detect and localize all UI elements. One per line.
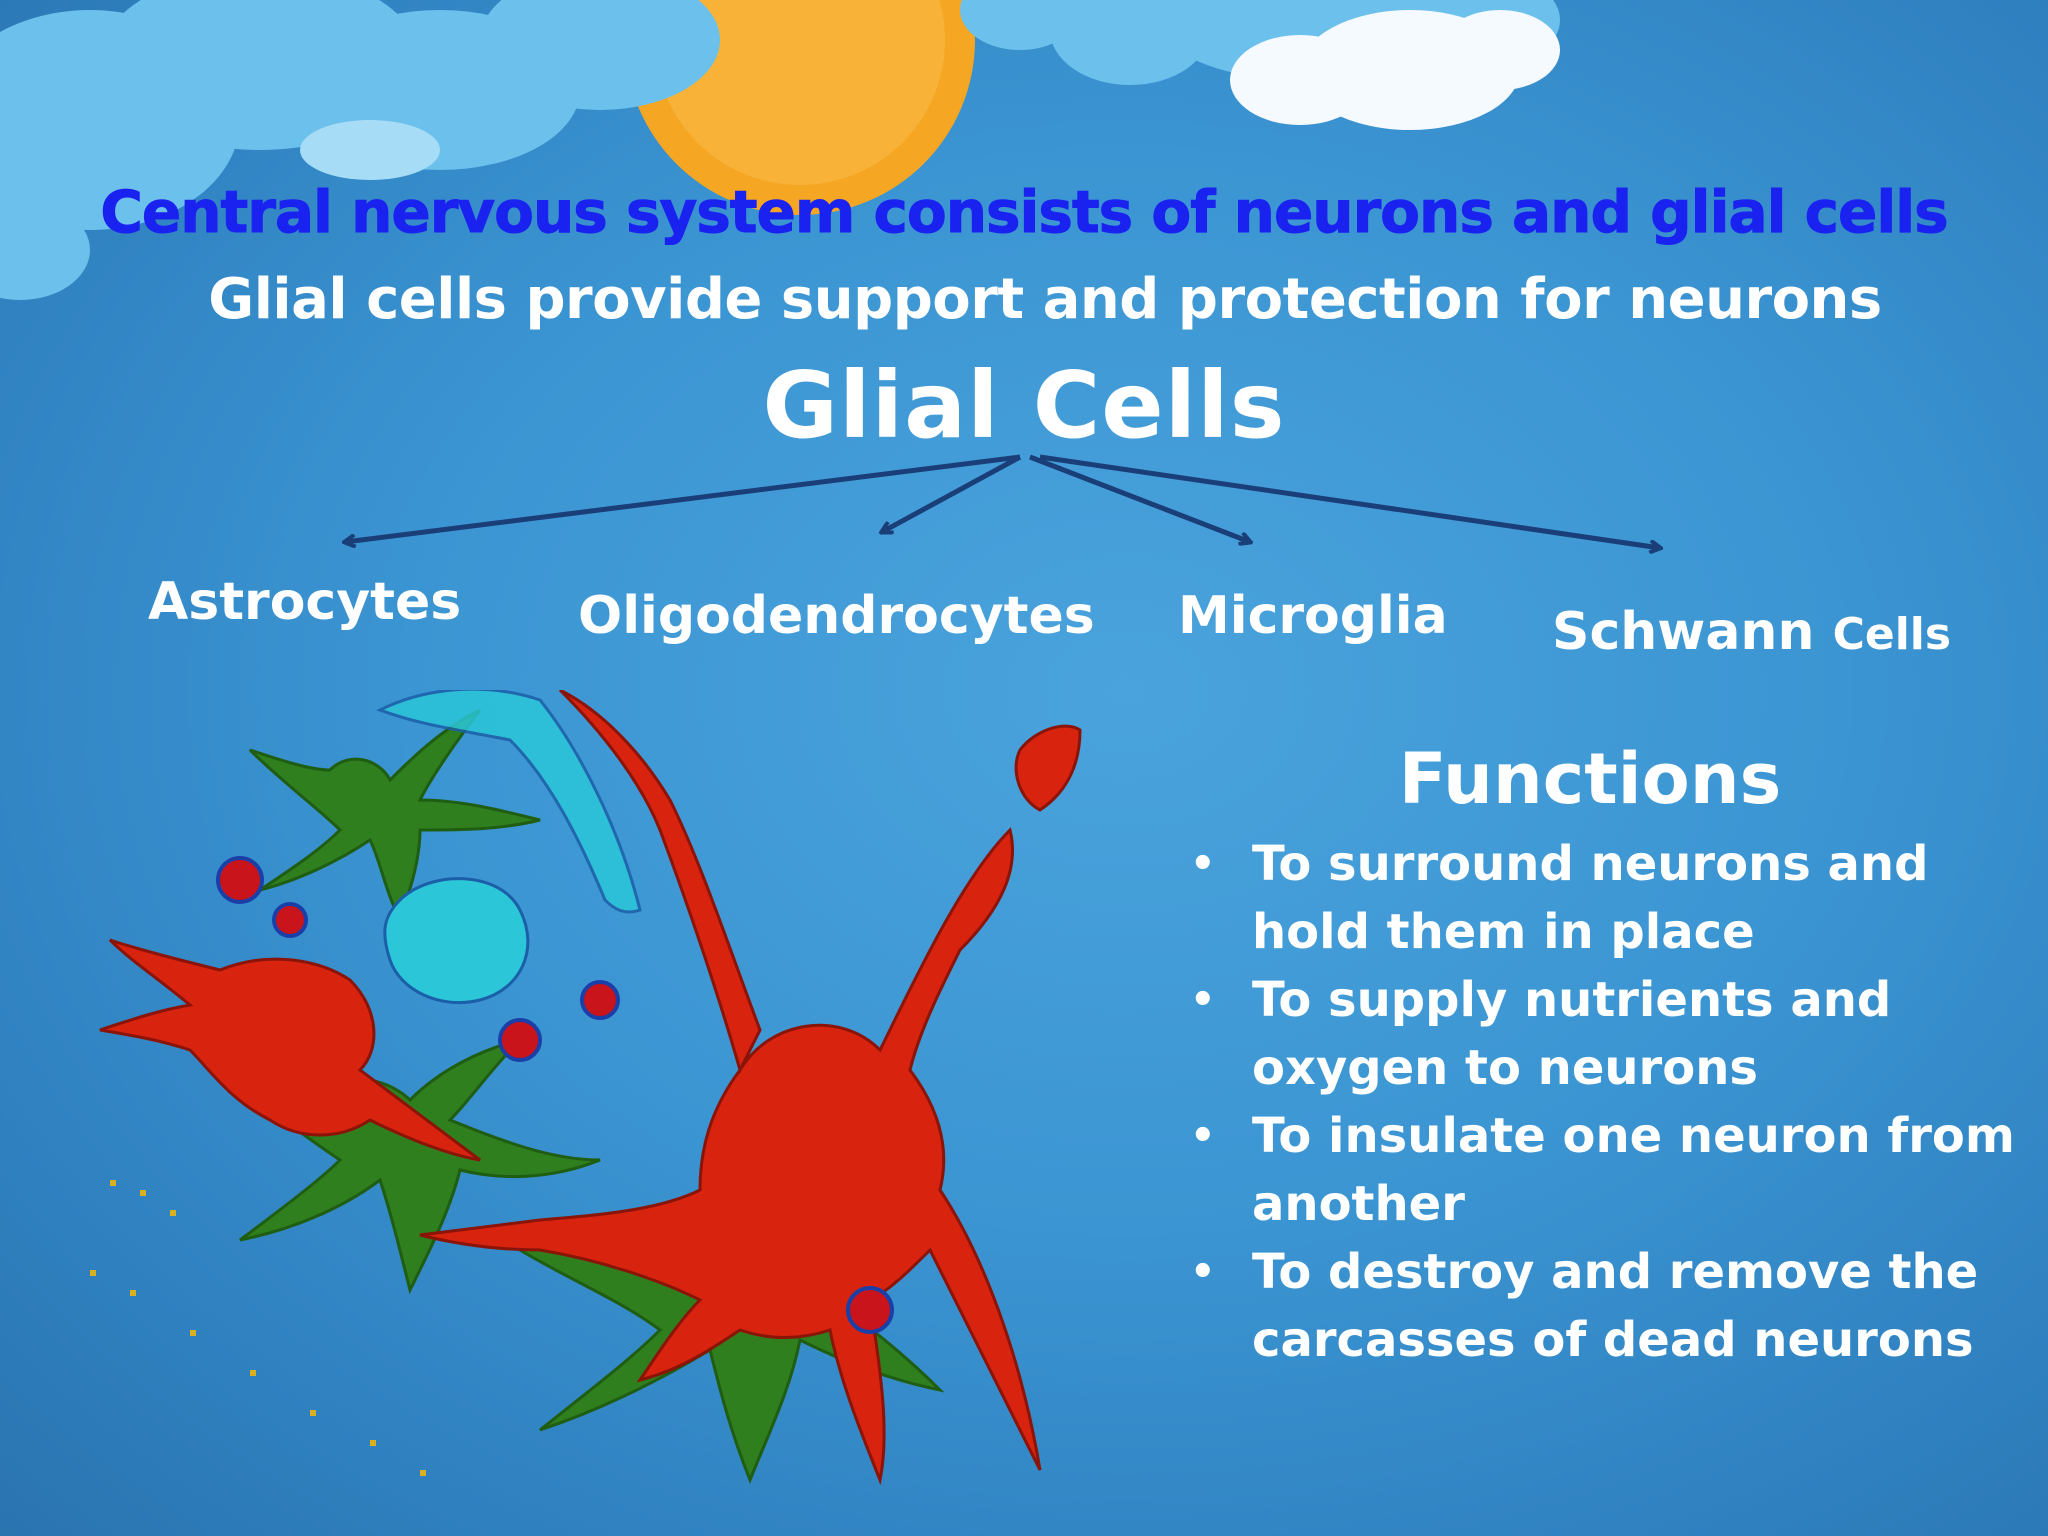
functions-list: To surround neurons and hold them in pla…	[1180, 830, 2020, 1374]
cell-type-microglia: Microglia	[1178, 586, 1448, 646]
diagram-arrows	[0, 454, 2048, 600]
microglia-shape	[216, 856, 894, 1334]
arrow-icon	[1039, 454, 1660, 548]
neuron-shape	[99, 690, 1082, 1486]
cloud-icon	[0, 0, 720, 300]
particle-dots	[90, 1180, 426, 1476]
cell-type-oligodendrocytes: Oligodendrocytes	[578, 586, 1095, 646]
functions-title: Functions	[1398, 738, 1782, 820]
glial-cells-illustration	[90, 690, 1082, 1486]
cell-type-schwann-suffix: Cells	[1832, 609, 1952, 660]
function-item: To insulate one neuron from another	[1180, 1102, 2020, 1238]
cell-type-schwann-cells: Schwann Cells	[1552, 602, 1951, 662]
function-item: To surround neurons and hold them in pla…	[1180, 830, 2020, 966]
arrow-icon	[345, 454, 1021, 542]
arrow-icon	[1029, 454, 1250, 542]
cell-type-astrocytes: Astrocytes	[148, 572, 462, 632]
cloud-icon	[1230, 10, 1560, 130]
function-item: To destroy and remove the carcasses of d…	[1180, 1238, 2020, 1374]
headline: Central nervous system consists of neuro…	[100, 178, 1949, 247]
sky-decoration	[0, 0, 1560, 300]
arrow-icon	[882, 454, 1022, 532]
diagram-title: Glial Cells	[762, 352, 1286, 459]
cell-type-schwann-label: Schwann	[1552, 602, 1815, 662]
subtitle: Glial cells provide support and protecti…	[208, 267, 1882, 332]
function-item: To supply nutrients and oxygen to neuron…	[1180, 966, 2020, 1102]
